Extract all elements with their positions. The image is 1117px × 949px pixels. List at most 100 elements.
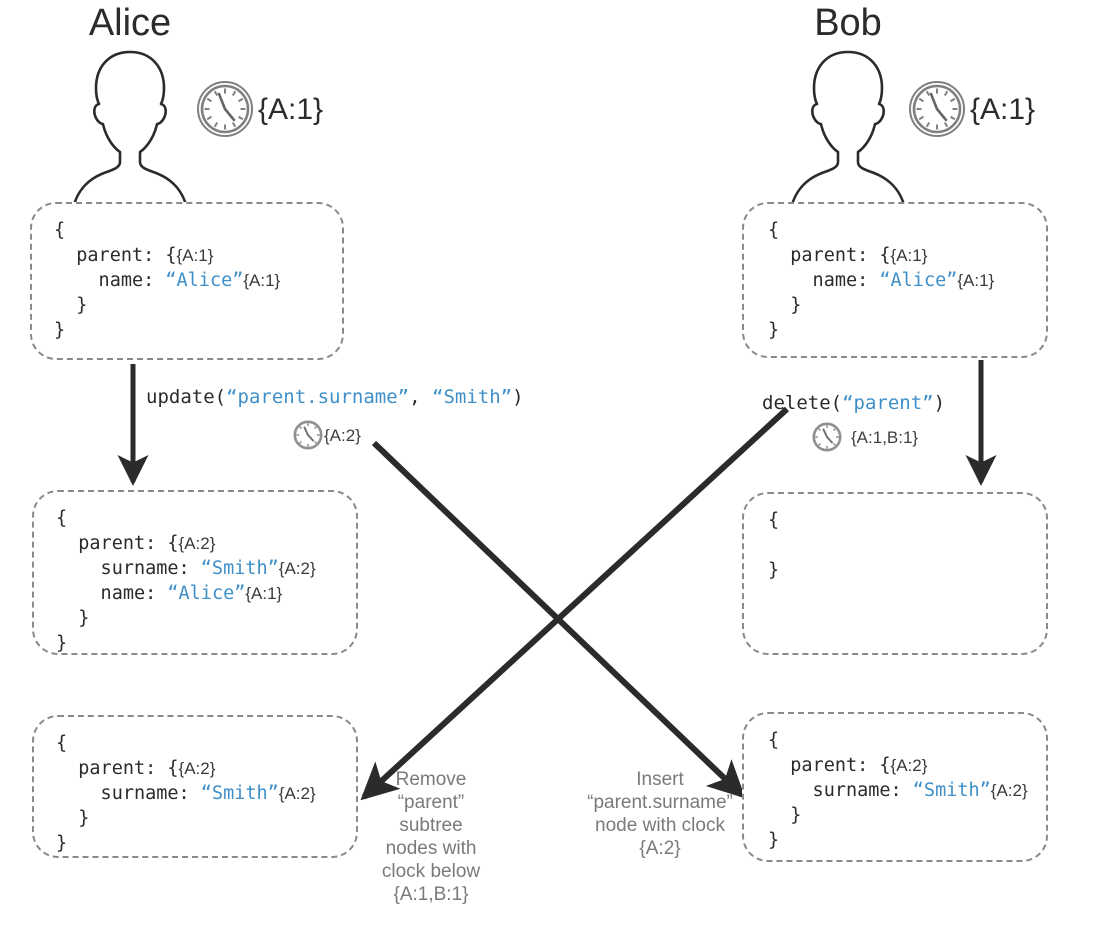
json-box-bob-2: { } <box>742 492 1048 655</box>
code-line: } <box>768 558 1046 583</box>
op-arg2: “Smith” <box>432 386 513 408</box>
clock-icon-bob-header <box>908 80 966 138</box>
code-alice-2: { parent: {{A:2} surname: “Smith”{A:2} n… <box>34 492 356 656</box>
code-line: surname: “Smith”{A:2} <box>56 781 356 806</box>
code-clock: {A:2} <box>178 759 216 778</box>
code-line: { <box>768 728 1046 753</box>
code-clock: {A:1} <box>890 246 928 265</box>
operation-bob-delete: delete(“parent”) <box>762 392 945 414</box>
code-clock: {A:2} <box>178 534 216 553</box>
code-string-value: “Smith” <box>200 783 279 804</box>
avatar-bob <box>778 44 918 218</box>
code-key: { <box>56 508 68 529</box>
code-bob-3: { parent: {{A:2} surname: “Smith”{A:2} }… <box>744 714 1046 853</box>
code-string-value: “Alice” <box>879 270 958 291</box>
code-key: { <box>768 510 780 531</box>
code-key: parent: { <box>56 533 179 554</box>
code-line: name: “Alice”{A:1} <box>768 268 1046 293</box>
code-line: } <box>56 831 356 856</box>
op-sep: , <box>409 386 432 408</box>
code-key: { <box>54 220 66 241</box>
json-box-bob-1: { parent: {{A:1} name: “Alice”{A:1} }} <box>742 202 1048 358</box>
clock-icon-alice-header <box>196 80 254 138</box>
op-close: ) <box>933 392 946 414</box>
clock-value-bob-header: {A:1} <box>970 93 1036 126</box>
code-key: parent: { <box>768 755 891 776</box>
code-line: parent: {{A:2} <box>56 531 356 556</box>
code-line: parent: {{A:2} <box>56 756 356 781</box>
code-key: name: <box>768 270 880 291</box>
code-line: parent: {{A:2} <box>768 753 1046 778</box>
code-key: } <box>768 805 802 826</box>
op-fn: update( <box>146 386 227 408</box>
op-fn: delete( <box>762 392 843 414</box>
code-key: } <box>768 320 780 341</box>
code-key: surname: <box>768 780 913 801</box>
op-arg1: “parent.surname” <box>226 386 410 408</box>
code-line: parent: {{A:1} <box>54 243 342 268</box>
clock-icon-alice-op <box>293 420 323 450</box>
code-string-value: “Alice” <box>167 583 246 604</box>
code-line: surname: “Smith”{A:2} <box>56 556 356 581</box>
code-clock: {A:2} <box>278 784 316 803</box>
code-key: { <box>768 730 780 751</box>
code-string-value: “Alice” <box>165 270 244 291</box>
code-clock: {A:1} <box>245 584 283 603</box>
code-line: { <box>768 508 1046 533</box>
code-key: } <box>54 320 66 341</box>
arrow-bob-op-to-alice-box3 <box>360 406 790 801</box>
operation-alice-update: update(“parent.surname”, “Smith”) <box>146 386 524 408</box>
code-key: parent: { <box>768 245 891 266</box>
code-line: } <box>56 631 356 656</box>
code-key: } <box>56 808 90 829</box>
code-clock: {A:1} <box>243 271 281 290</box>
code-clock: {A:2} <box>990 781 1028 800</box>
annotation-insert: Insert “parent.surname” node with clock … <box>587 769 733 859</box>
code-key: { <box>768 220 780 241</box>
actor-name-alice: Alice <box>88 2 172 44</box>
code-key: { <box>56 733 68 754</box>
code-key: name: <box>56 583 168 604</box>
code-line: { <box>768 218 1046 243</box>
clock-value-bob-op: {A:1,B:1} <box>851 428 919 447</box>
arrow-alice-op-to-bob-box3 <box>371 440 746 799</box>
code-line: { <box>56 731 356 756</box>
code-clock: {A:1} <box>176 246 214 265</box>
json-box-alice-2: { parent: {{A:2} surname: “Smith”{A:2} n… <box>32 490 358 655</box>
code-bob-2: { } <box>744 494 1046 583</box>
code-clock: {A:2} <box>890 756 928 775</box>
code-blank <box>768 535 779 556</box>
json-box-alice-3: { parent: {{A:2} surname: “Smith”{A:2} }… <box>32 715 358 858</box>
code-line: } <box>768 293 1046 318</box>
code-key: } <box>56 608 90 629</box>
clock-value-alice-header: {A:1} <box>258 93 324 126</box>
code-line: } <box>768 318 1046 343</box>
code-bob-1: { parent: {{A:1} name: “Alice”{A:1} }} <box>744 204 1046 343</box>
json-box-bob-3: { parent: {{A:2} surname: “Smith”{A:2} }… <box>742 712 1048 862</box>
code-line: name: “Alice”{A:1} <box>56 581 356 606</box>
code-line: parent: {{A:1} <box>768 243 1046 268</box>
clock-icon-bob-op <box>812 422 842 452</box>
annotation-remove: Remove “parent” subtree nodes with clock… <box>381 769 481 905</box>
code-line: } <box>54 293 342 318</box>
code-alice-3: { parent: {{A:2} surname: “Smith”{A:2} }… <box>34 717 356 856</box>
code-key: parent: { <box>54 245 177 266</box>
avatar-alice <box>60 44 200 218</box>
code-string-value: “Smith” <box>200 558 279 579</box>
code-line: } <box>56 606 356 631</box>
code-line: { <box>56 506 356 531</box>
code-key: } <box>54 295 88 316</box>
code-line <box>768 533 1046 558</box>
code-key: name: <box>54 270 166 291</box>
code-line: name: “Alice”{A:1} <box>54 268 342 293</box>
code-key: } <box>768 830 780 851</box>
json-box-alice-1: { parent: {{A:1} name: “Alice”{A:1} }} <box>30 202 344 360</box>
code-key: surname: <box>56 558 201 579</box>
code-line: } <box>768 828 1046 853</box>
code-clock: {A:1} <box>957 271 995 290</box>
op-close: ) <box>512 386 524 408</box>
code-line: { <box>54 218 342 243</box>
code-key: surname: <box>56 783 201 804</box>
op-arg1: “parent” <box>842 392 934 414</box>
